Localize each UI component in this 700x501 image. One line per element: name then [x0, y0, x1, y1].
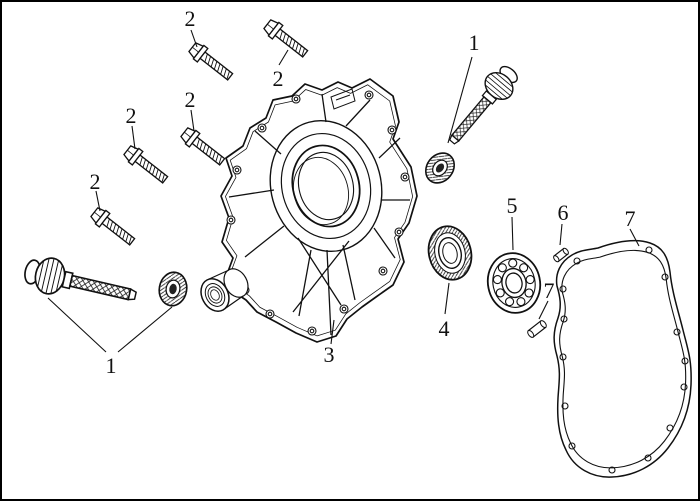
- dipstick-seal-top: [419, 146, 461, 190]
- leader-lines: [47, 29, 640, 353]
- oil-seal: [427, 225, 473, 281]
- cover-ribs: [228, 93, 410, 336]
- callout-part2-d: 2: [126, 103, 137, 128]
- callout-part2-c: 2: [185, 87, 196, 112]
- bearing-bore: [269, 119, 383, 253]
- dipstick-seal-bottom: [155, 269, 191, 309]
- callout-part7-gasket: 7: [625, 206, 636, 231]
- dipstick-assembly-bottom: [20, 251, 191, 315]
- callout-part4: 4: [439, 316, 450, 341]
- cover-gasket: [553, 240, 692, 478]
- flange-bolt-4: [121, 142, 172, 188]
- cover-bolt-holes: [226, 90, 410, 336]
- oil-filler-boss: [200, 268, 249, 312]
- flange-bolt-2: [261, 16, 312, 62]
- callout-part5: 5: [507, 193, 518, 218]
- callout-part7-pin: 7: [544, 278, 555, 303]
- callout-part6: 6: [558, 200, 569, 225]
- callout-part3: 3: [324, 342, 335, 367]
- dowel-pin: [527, 320, 547, 338]
- flange-bolt-1: [186, 39, 237, 85]
- callout-part1-bottom: 1: [106, 353, 117, 378]
- callout-part2-b: 2: [273, 66, 284, 91]
- callout-part1-top: 1: [469, 30, 480, 55]
- cover-top-boss: [330, 88, 356, 110]
- gasket-bolt-holes: [559, 246, 689, 474]
- ball-bearing: [486, 252, 542, 314]
- flange-bolt-3: [178, 124, 229, 170]
- dipstick-assembly-top: [419, 59, 525, 190]
- flange-bolt-5: [88, 204, 139, 250]
- crankcase-cover: [200, 78, 418, 343]
- callout-part2-e: 2: [90, 169, 101, 194]
- dowel-pin-small: [553, 247, 569, 263]
- callout-part2-a: 2: [185, 6, 196, 31]
